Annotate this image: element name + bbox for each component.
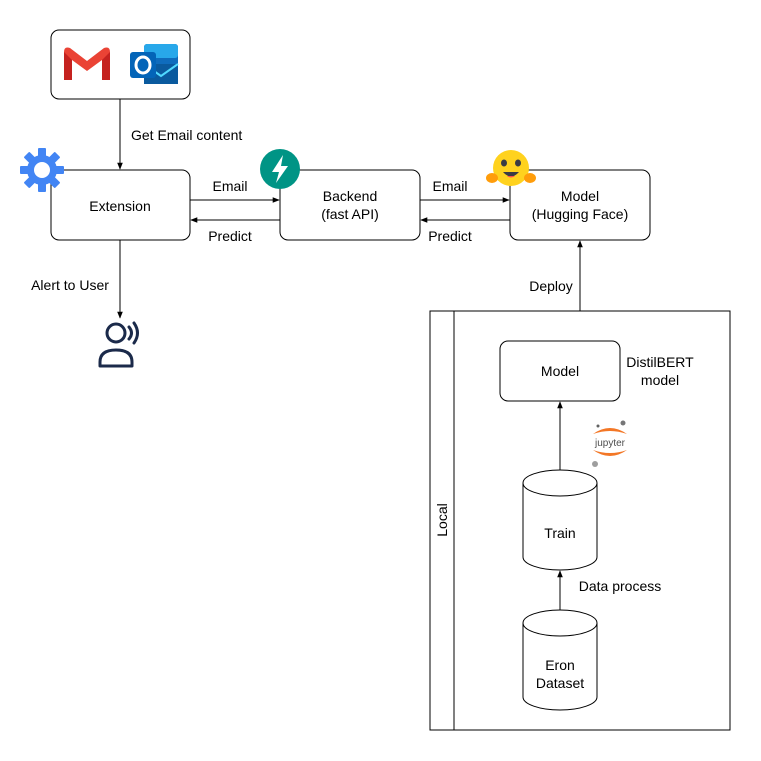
- gmail-icon: [64, 47, 110, 80]
- fastapi-icon: [260, 149, 300, 189]
- dataset-label-2: Dataset: [536, 675, 584, 691]
- predict-label-2: Predict: [428, 228, 472, 244]
- hf-model-node: Model (Hugging Face): [509, 169, 651, 241]
- deploy-label: Deploy: [529, 278, 573, 294]
- distilbert-label-1: DistilBERT: [626, 354, 694, 370]
- jupyter-icon: jupyter: [592, 420, 627, 467]
- dataset-cylinder: Eron Dataset: [522, 609, 598, 711]
- backend-label-2: (fast API): [321, 206, 379, 222]
- email-label-1: Email: [212, 178, 247, 194]
- local-model-label: Model: [541, 363, 579, 379]
- predict-label-1: Predict: [208, 228, 252, 244]
- train-label: Train: [544, 525, 575, 541]
- email-label-2: Email: [432, 178, 467, 194]
- backend-node: Backend (fast API): [279, 169, 421, 241]
- dataset-label-1: Eron: [545, 657, 575, 673]
- train-cylinder: Train: [522, 469, 598, 571]
- local-model-node: Model: [499, 340, 621, 402]
- local-label: Local: [434, 503, 450, 536]
- user-voice-icon: [98, 321, 139, 368]
- extension-node: Extension: [50, 169, 191, 241]
- hf-model-label-1: Model: [561, 188, 599, 204]
- backend-label-1: Backend: [323, 188, 377, 204]
- extension-label: Extension: [89, 198, 150, 214]
- alert-label: Alert to User: [31, 277, 109, 293]
- jupyter-wordmark: jupyter: [594, 438, 626, 449]
- outlook-icon: [130, 44, 179, 84]
- distilbert-label-2: model: [641, 372, 679, 388]
- gear-icon: [20, 148, 64, 192]
- data-process-label: Data process: [579, 578, 661, 594]
- hugging-face-icon: [486, 150, 536, 186]
- get-email-label: Get Email content: [131, 127, 242, 143]
- email-providers-box: [50, 29, 191, 100]
- hf-model-label-2: (Hugging Face): [532, 206, 629, 222]
